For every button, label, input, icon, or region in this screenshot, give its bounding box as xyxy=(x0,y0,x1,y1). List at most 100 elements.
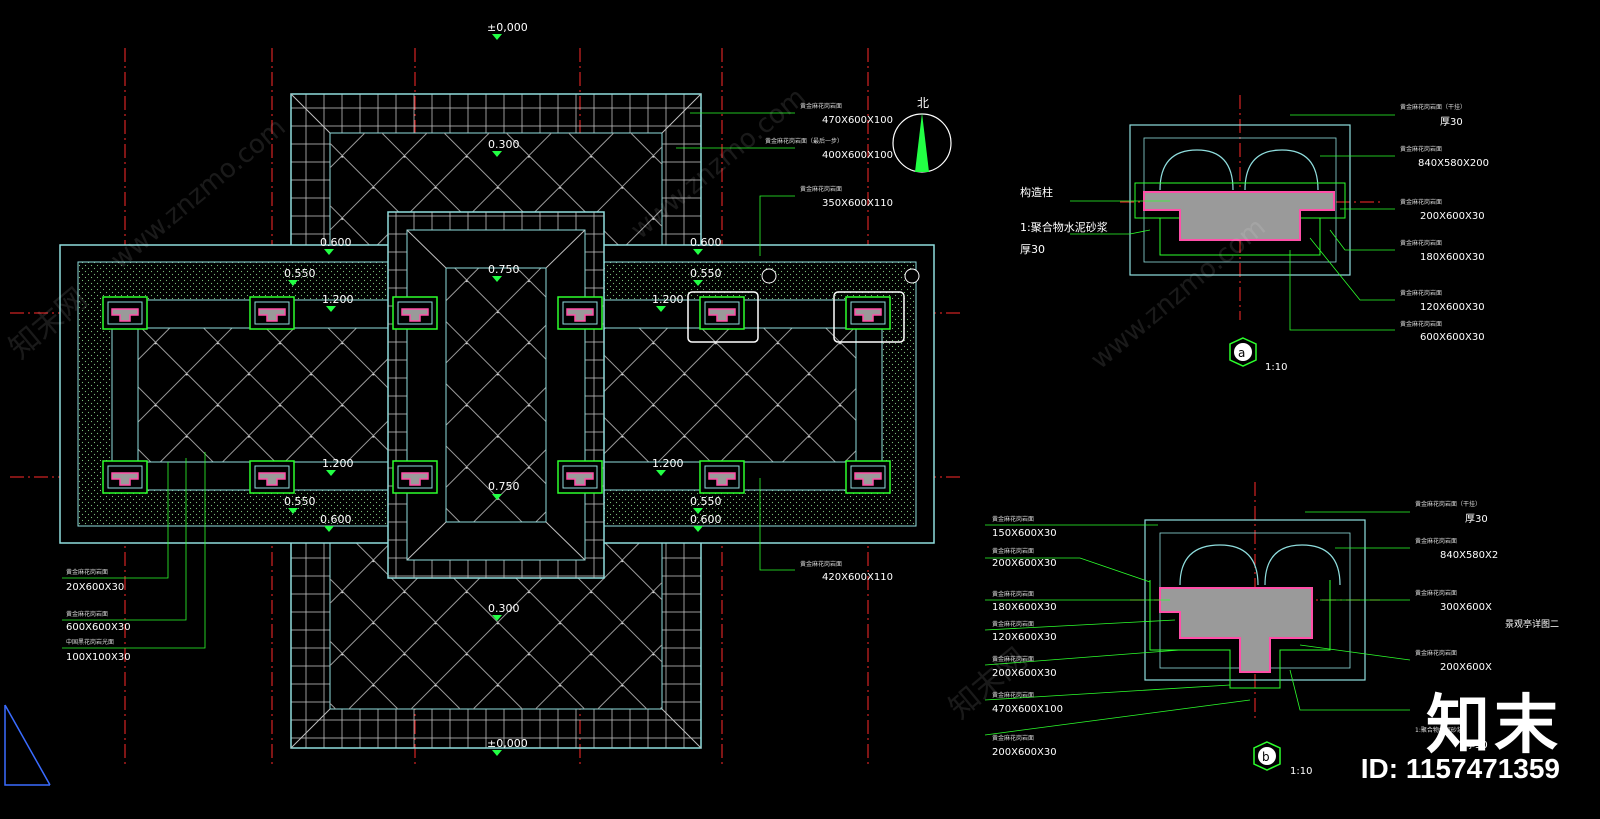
svg-text:厚30: 厚30 xyxy=(1020,243,1045,256)
svg-text:黄金麻花岗岩面: 黄金麻花岗岩面 xyxy=(1415,649,1457,657)
column-block xyxy=(249,460,295,494)
north-label: 北 xyxy=(917,96,929,110)
svg-text:840X580X200: 840X580X200 xyxy=(1418,158,1489,169)
svg-text:120X600X30: 120X600X30 xyxy=(1420,302,1485,313)
svg-text:中国黑花岗岩光面: 中国黑花岗岩光面 xyxy=(66,638,114,646)
svg-text:黄金麻花岗岩面（干挂）: 黄金麻花岗岩面（干挂） xyxy=(1415,500,1481,508)
svg-text:200X600X30: 200X600X30 xyxy=(1420,211,1485,222)
column-block xyxy=(845,460,891,494)
svg-text:构造柱: 构造柱 xyxy=(1020,185,1053,199)
svg-text:180X600X30: 180X600X30 xyxy=(992,602,1057,613)
column-block xyxy=(557,296,603,330)
column-block xyxy=(392,460,438,494)
svg-text:1:10: 1:10 xyxy=(1265,362,1287,373)
svg-text:厚30: 厚30 xyxy=(1465,739,1488,751)
column-block xyxy=(102,296,148,330)
svg-text:黄金麻花岗岩面: 黄金麻花岗岩面 xyxy=(1400,198,1442,206)
svg-text:150X600X30: 150X600X30 xyxy=(992,528,1057,539)
column-block xyxy=(102,460,148,494)
columns xyxy=(102,296,891,494)
column-block xyxy=(392,296,438,330)
svg-text:200X600X30: 200X600X30 xyxy=(992,747,1057,758)
detail-b-marker: b xyxy=(1262,750,1270,764)
svg-text:200X600X: 200X600X xyxy=(1440,662,1492,673)
svg-text:黄金麻花岗岩面: 黄金麻花岗岩面 xyxy=(992,620,1034,628)
svg-text:600X600X30: 600X600X30 xyxy=(1420,332,1485,343)
svg-text:200X600X30: 200X600X30 xyxy=(992,668,1057,679)
elev-bl-1200: 1.200 xyxy=(322,457,354,470)
svg-text:100X100X30: 100X100X30 xyxy=(66,652,131,663)
svg-text:840X580X2: 840X580X2 xyxy=(1440,550,1498,561)
detail-a-marker: a xyxy=(1238,346,1245,360)
elev-tl-0600: 0.600 xyxy=(320,236,352,249)
elev-bottom-zero: ±0,000 xyxy=(487,737,528,750)
svg-text:黄金麻花岗岩面: 黄金麻花岗岩面 xyxy=(992,590,1034,598)
elev-top-zero: ±0,000 xyxy=(487,21,528,34)
column-block xyxy=(845,296,891,330)
svg-text:景观亭详图二: 景观亭详图二 xyxy=(1505,618,1559,630)
svg-text:黄金麻花岗岩面: 黄金麻花岗岩面 xyxy=(1400,320,1442,328)
svg-text:黄金麻花岗岩面: 黄金麻花岗岩面 xyxy=(992,691,1034,699)
svg-text:420X600X110: 420X600X110 xyxy=(822,572,893,583)
svg-text:黄金麻花岗岩面（干挂）: 黄金麻花岗岩面（干挂） xyxy=(1400,103,1466,111)
callout-box-a xyxy=(687,291,759,343)
callout-box-b xyxy=(833,291,905,343)
elev-tr-0550: 0.550 xyxy=(690,267,722,280)
column-block xyxy=(699,296,745,330)
elev-tr-1200: 1.200 xyxy=(652,293,684,306)
svg-text:黄金麻花岗岩面: 黄金麻花岗岩面 xyxy=(1415,589,1457,597)
plan-view: ±0,000 ±0,000 0.300 0.300 0.750 0.750 0.… xyxy=(10,21,960,765)
elevation-marks: ±0,000 ±0,000 0.300 0.300 0.750 0.750 0.… xyxy=(284,21,722,756)
svg-text:黄金麻花岗岩面: 黄金麻花岗岩面 xyxy=(1400,239,1442,247)
svg-text:黄金麻花岗岩面: 黄金麻花岗岩面 xyxy=(800,560,842,568)
asset-id: ID: 1157471359 xyxy=(1360,753,1560,784)
detail-b-right-notes: 黄金麻花岗岩面（干挂） 厚30 黄金麻花岗岩面 840X580X2 黄金麻花岗岩… xyxy=(1415,500,1559,751)
svg-text:200X600X30: 200X600X30 xyxy=(992,558,1057,569)
svg-text:600X600X30: 600X600X30 xyxy=(66,622,131,633)
svg-text:400X600X100: 400X600X100 xyxy=(822,150,893,161)
column-block xyxy=(557,460,603,494)
svg-text:黄金麻花岗岩面: 黄金麻花岗岩面 xyxy=(992,515,1034,523)
elev-br-0550: 0.550 xyxy=(690,495,722,508)
svg-text:黄金麻花岗岩面: 黄金麻花岗岩面 xyxy=(1400,145,1442,153)
plan-leaders-right xyxy=(676,112,795,571)
elev-top-0750: 0.750 xyxy=(488,263,520,276)
svg-text:120X600X30: 120X600X30 xyxy=(992,632,1057,643)
elev-tl-1200: 1.200 xyxy=(322,293,354,306)
svg-text:黄金麻花岗岩面: 黄金麻花岗岩面 xyxy=(1400,289,1442,297)
elev-lower-0300: 0.300 xyxy=(488,602,520,615)
detail-b-left-notes: 黄金麻花岗岩面 150X600X30 黄金麻花岗岩面 200X600X30 黄金… xyxy=(992,515,1063,758)
svg-text:180X600X30: 180X600X30 xyxy=(1420,252,1485,263)
elev-bottom-0750: 0.750 xyxy=(488,480,520,493)
svg-text:1:10: 1:10 xyxy=(1290,766,1312,777)
svg-text:300X600X: 300X600X xyxy=(1440,602,1492,613)
elev-br-0600: 0.600 xyxy=(690,513,722,526)
svg-text:黄金麻花岗岩面: 黄金麻花岗岩面 xyxy=(1415,537,1457,545)
ucs-icon xyxy=(4,704,51,786)
elev-tr-0600: 0.600 xyxy=(690,236,722,249)
svg-text:1:聚合物水泥砂浆: 1:聚合物水泥砂浆 xyxy=(1020,220,1108,234)
north-arrow: 北 xyxy=(892,96,952,173)
svg-text:黄金麻花岗岩面: 黄金麻花岗岩面 xyxy=(800,185,842,193)
svg-text:厚30: 厚30 xyxy=(1465,513,1488,525)
elev-bl-0550: 0.550 xyxy=(284,495,316,508)
elev-br-1200: 1.200 xyxy=(652,457,684,470)
svg-text:黄金麻花岗岩面: 黄金麻花岗岩面 xyxy=(992,655,1034,663)
central-platform xyxy=(387,211,605,579)
elev-bl-0600: 0.600 xyxy=(320,513,352,526)
svg-text:470X600X100: 470X600X100 xyxy=(992,704,1063,715)
svg-text:350X600X110: 350X600X110 xyxy=(822,198,893,209)
detail-a: 构造柱 1:聚合物水泥砂浆 厚30 黄金麻花岗岩面（干挂） 厚30 黄金麻花岗岩… xyxy=(1020,95,1489,373)
detail-b: 黄金麻花岗岩面 150X600X30 黄金麻花岗岩面 200X600X30 黄金… xyxy=(984,482,1559,777)
elev-tl-0550: 0.550 xyxy=(284,267,316,280)
svg-text:黄金麻花岗岩面: 黄金麻花岗岩面 xyxy=(66,610,108,618)
svg-text:20X600X30: 20X600X30 xyxy=(66,582,124,593)
svg-text:厚30: 厚30 xyxy=(1440,116,1463,128)
svg-text:470X600X100: 470X600X100 xyxy=(822,115,893,126)
svg-text:黄金麻花岗岩面（最后一步）: 黄金麻花岗岩面（最后一步） xyxy=(765,137,843,145)
svg-text:黄金麻花岗岩面: 黄金麻花岗岩面 xyxy=(66,568,108,576)
brand-logo: 知末 xyxy=(1426,689,1562,763)
svg-text:黄金麻花岗岩面: 黄金麻花岗岩面 xyxy=(992,547,1034,555)
elev-upper-0300: 0.300 xyxy=(488,138,520,151)
